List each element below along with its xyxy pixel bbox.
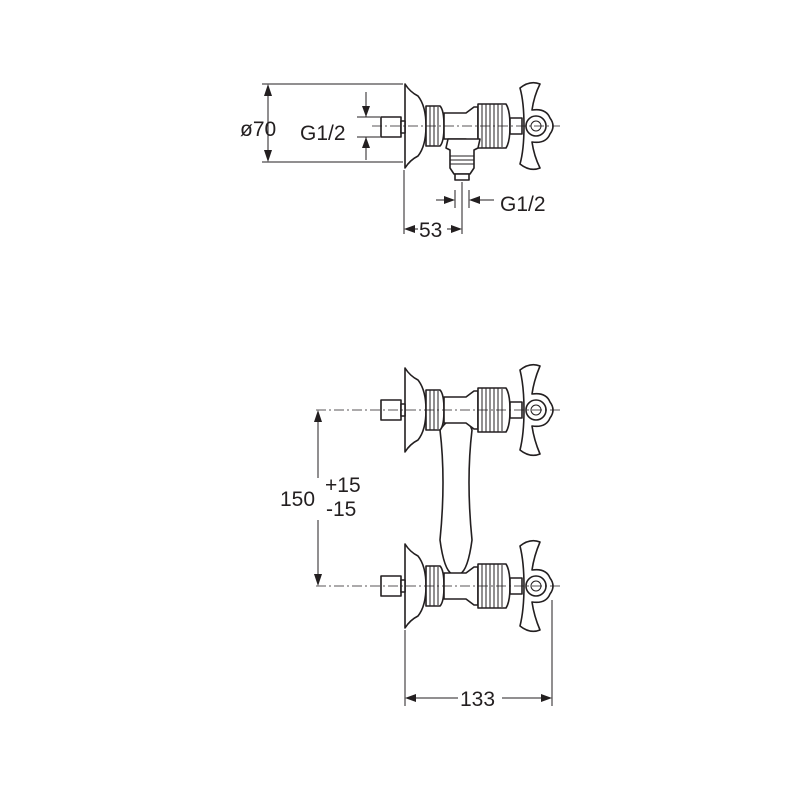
front-connecting-body [439, 417, 473, 575]
tolerance-minus-label: -15 [326, 498, 356, 521]
tolerance-plus-label: +15 [325, 474, 361, 497]
spacing-label: 150 [280, 488, 315, 511]
diameter-label: ø70 [240, 118, 276, 141]
lower-valve [316, 539, 560, 633]
top-view [262, 81, 560, 234]
thread-left-label: G1/2 [300, 122, 346, 145]
depth-label: 53 [419, 219, 442, 242]
width-label: 133 [460, 688, 495, 711]
upper-valve [316, 363, 560, 457]
thread-bottom-label: G1/2 [500, 193, 546, 216]
top-inlet-nut [380, 116, 402, 138]
front-view [314, 363, 560, 706]
